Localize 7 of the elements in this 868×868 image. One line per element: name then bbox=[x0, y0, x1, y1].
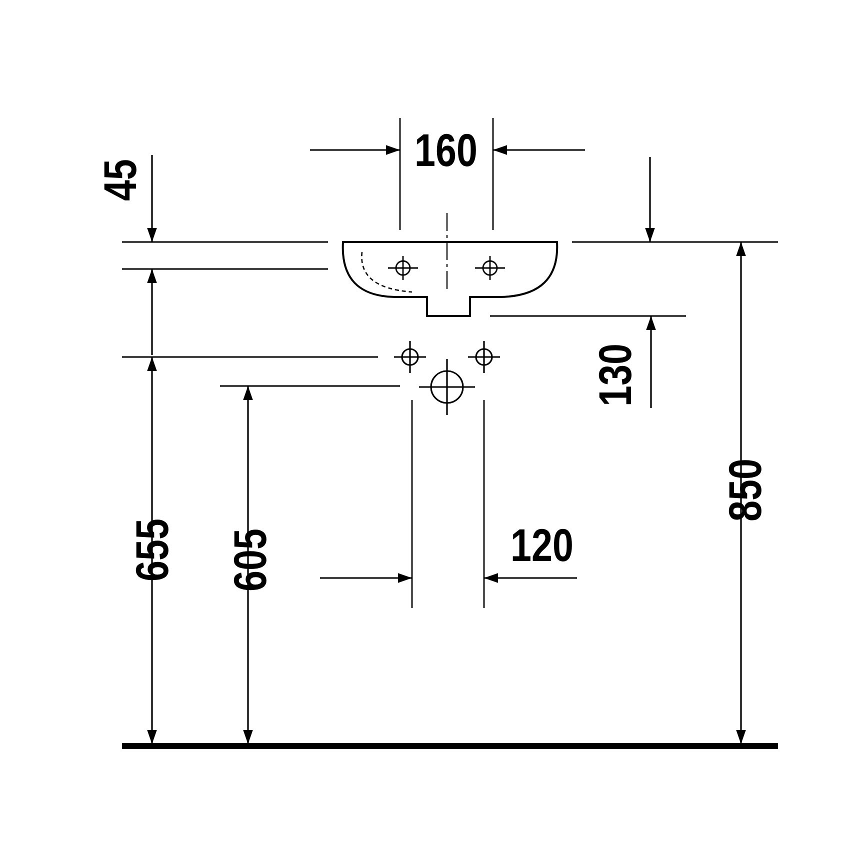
dimension-value: 45 bbox=[97, 159, 143, 201]
dimension-value: 850 bbox=[722, 458, 768, 522]
dimension-value: 130 bbox=[592, 344, 638, 406]
dimension-value: 120 bbox=[510, 522, 574, 568]
dimension-value: 655 bbox=[129, 518, 175, 582]
dimension-value: 605 bbox=[227, 528, 273, 592]
dimension-value: 160 bbox=[414, 127, 478, 173]
